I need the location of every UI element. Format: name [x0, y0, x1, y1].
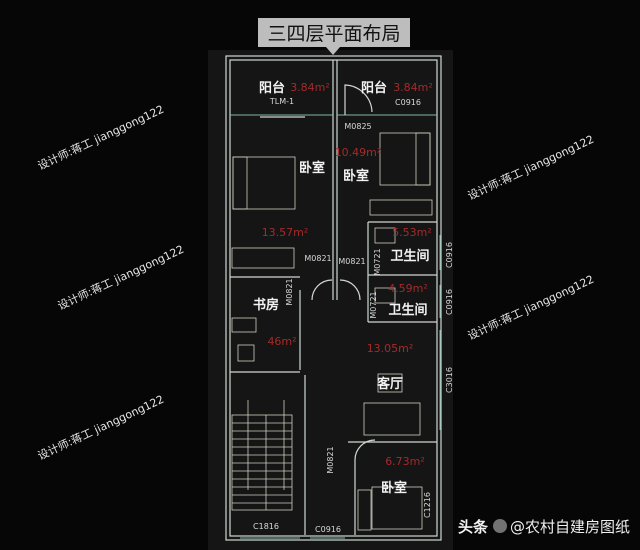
title-box: 三四层平面布局 — [258, 18, 410, 55]
wardrobe-right — [369, 199, 433, 216]
window-code-bottom: C0916 — [315, 525, 341, 534]
watermark: 设计师:蒋工 jianggong122 — [466, 133, 596, 203]
living-label-box — [377, 373, 403, 393]
room-label-bedroom-small: 卧室 — [381, 480, 407, 496]
avatar-icon — [493, 519, 507, 533]
plan-background — [208, 50, 453, 550]
room-label-study: 书房 — [253, 297, 279, 313]
room-label-bathroom-2: 卫生间 — [388, 302, 427, 318]
door-code-tlm: TLM-1 — [269, 97, 294, 106]
window-code-c1816: C1816 — [253, 522, 279, 531]
door-code-bath-1: M0721 — [373, 248, 382, 275]
area-living: 13.05m² — [367, 342, 414, 355]
door-code-mid: M0821 — [338, 257, 365, 266]
sofa — [363, 402, 421, 436]
window-code-right-1: C0916 — [445, 242, 454, 268]
credit-account: @农村自建房图纸 — [510, 518, 630, 536]
area-bedroom-small: 6.73m² — [385, 455, 425, 468]
area-bedroom-right: 10.49m² — [335, 146, 382, 159]
area-bedroom-left: 13.57m² — [262, 226, 309, 239]
window-code-balcony: C0916 — [395, 98, 421, 107]
watermark: 设计师:蒋工 jianggong122 — [56, 243, 186, 313]
room-label-bathroom-1: 卫生间 — [390, 248, 429, 264]
watermark: 设计师:蒋工 jianggong122 — [36, 393, 166, 463]
page-title: 三四层平面布局 — [267, 23, 400, 45]
room-label-bedroom-right: 卧室 — [343, 168, 369, 184]
room-label-living: 客厅 — [377, 376, 403, 392]
chair — [237, 344, 255, 362]
area-balcony-left: 3.84m² — [290, 81, 330, 94]
watermark: 设计师:蒋工 jianggong122 — [466, 273, 596, 343]
door-code-bath-2: M0721 — [369, 291, 378, 318]
area-bathroom-1: 5.53m² — [392, 226, 432, 239]
credit-platform: 头条 — [458, 518, 489, 536]
walls — [225, 55, 442, 541]
watermark: 设计师:蒋工 jianggong122 — [36, 103, 166, 173]
window-code-c1216: C1216 — [423, 492, 432, 518]
wardrobe-left — [231, 247, 295, 269]
area-study: 46m² — [267, 335, 296, 348]
area-bathroom-2: 4.59m² — [388, 282, 428, 295]
door-code-left: M0821 — [304, 254, 331, 263]
room-label-balcony-right: 阳台 — [361, 80, 387, 96]
area-balcony-right: 3.84m² — [393, 81, 433, 94]
door-code-bedroom-small: M0821 — [326, 446, 335, 473]
sink-2 — [374, 287, 396, 304]
bed-small — [371, 486, 423, 530]
room-label-balcony-left: 阳台 — [259, 80, 285, 96]
desk — [231, 317, 257, 333]
door-code-study: M0821 — [285, 278, 294, 305]
stair-steps — [232, 422, 292, 504]
sink-1 — [374, 227, 396, 244]
door-code-m0825: M0825 — [344, 122, 371, 131]
window-code-right-3: C3016 — [445, 367, 454, 393]
window-code-right-2: C0916 — [445, 289, 454, 315]
room-label-bedroom-left: 卧室 — [299, 160, 325, 176]
wardrobe-small — [357, 489, 372, 531]
